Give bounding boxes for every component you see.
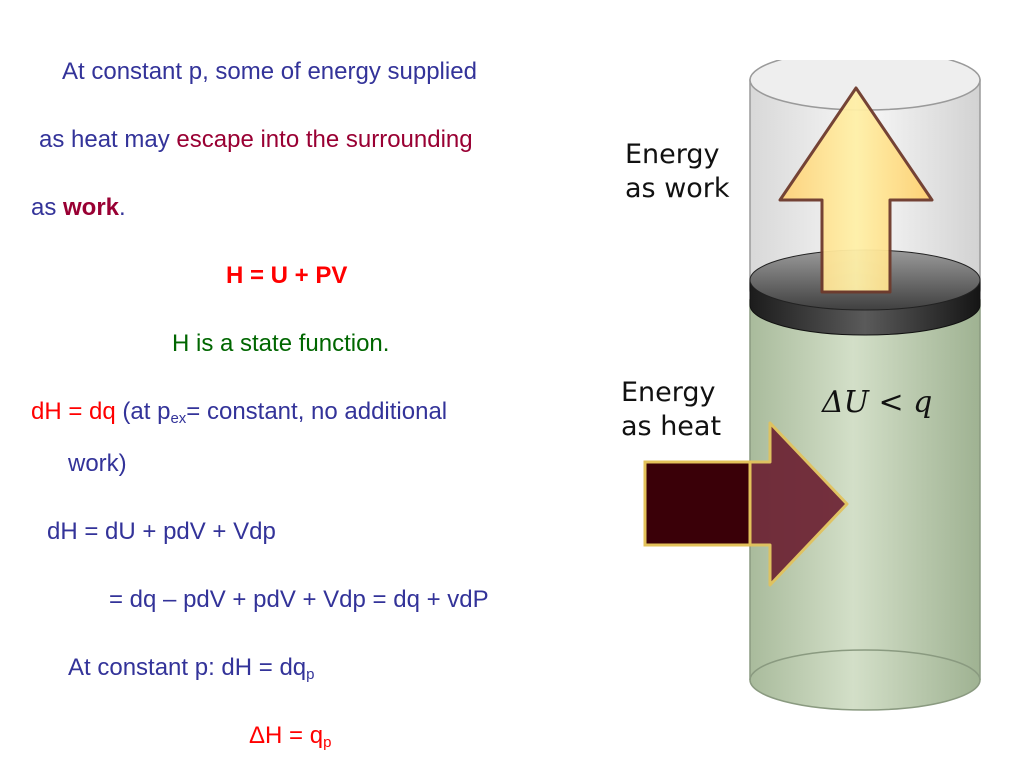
subscript-p: p — [323, 734, 332, 751]
heat-arrow-head — [748, 421, 849, 587]
text-segment: . — [119, 194, 126, 221]
state-function-line: H is a state function. — [172, 329, 389, 359]
dh-simplification-line: = dq – pdV + pdV + Vdp = dq + vdP — [109, 585, 489, 615]
label-line: Energy — [621, 377, 716, 408]
label-line: as heat — [621, 411, 722, 442]
cylinder-body-lower — [749, 299, 981, 711]
delta-u-less-than-q: ΔU < q — [822, 385, 933, 420]
text-segment: (at p — [115, 398, 171, 425]
equation-text: dH = dU + pdV + Vdp — [47, 518, 276, 545]
text-line-1: At constant p, some of energy supplied — [62, 57, 477, 87]
equation-text: At constant p: dH = dq — [68, 654, 307, 681]
equation-text: H = U + PV — [226, 262, 348, 289]
dh-equals-dq: dH = dq — [31, 398, 116, 425]
cylinder-bottom-rim — [749, 649, 981, 681]
text-line-2: as heat may escape into the surrounding — [39, 125, 473, 155]
dh-dq-line: dH = dq (at pex= constant, no additional — [31, 397, 447, 427]
work-arrow — [778, 86, 934, 294]
heat-arrow — [643, 460, 752, 547]
constant-pressure-line: At constant p: dH = dqp — [68, 653, 315, 683]
enthalpy-definition: H = U + PV — [226, 261, 347, 291]
text-segment: as — [31, 194, 64, 221]
delta-h-equals-qp: ΔH = qp — [249, 721, 331, 751]
text-segment: work) — [68, 450, 127, 477]
equation-text: = dq – pdV + pdV + Vdp = dq + vdP — [109, 586, 489, 613]
escape-phrase: escape into the surrounding — [176, 126, 473, 153]
dh-expansion-line: dH = dU + pdV + Vdp — [47, 517, 276, 547]
dh-dq-line-continuation: work) — [68, 449, 127, 479]
energy-as-work-label: Energy as work — [625, 138, 730, 206]
equation-text: ΔH = q — [249, 722, 324, 749]
subscript-ex: ex — [170, 410, 187, 427]
text-line-3: as work. — [31, 193, 126, 223]
text-segment: H is a state function. — [172, 330, 390, 357]
piston-cylinder-figure: Energy as work Energy as heat ΔU < q — [600, 49, 1024, 720]
subscript-p: p — [306, 666, 315, 683]
energy-as-heat-label: Energy as heat — [621, 376, 721, 444]
work-emphasis: work — [63, 194, 120, 221]
text-segment: as heat may — [39, 126, 177, 153]
text-segment: At constant p, some of energy supplied — [62, 58, 477, 85]
piston-cylinder-diagram — [643, 49, 981, 711]
label-line: Energy — [625, 139, 720, 170]
label-line: as work — [625, 173, 730, 204]
text-segment: = constant, no additional — [186, 398, 448, 425]
